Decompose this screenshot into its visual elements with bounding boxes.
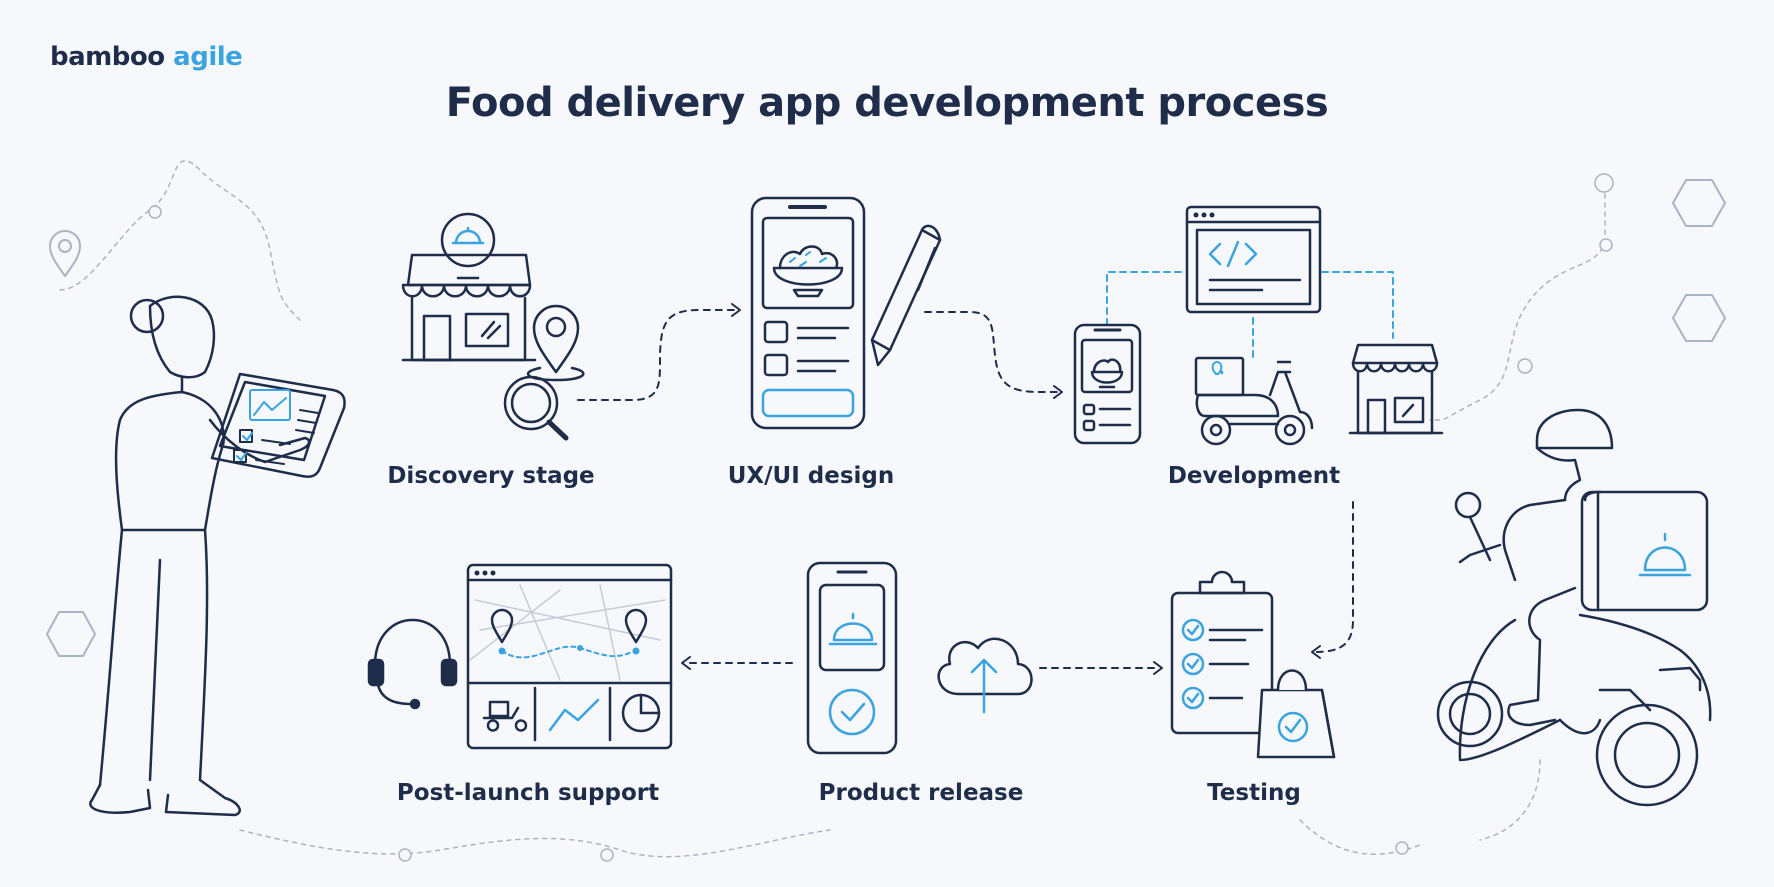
- testing-check-icons: [1181, 618, 1205, 710]
- stage-label-discovery: Discovery stage: [387, 463, 595, 489]
- flow-arrow-4: [1039, 661, 1163, 675]
- support-dashboard-icon: [466, 563, 673, 750]
- stage-label-development: Development: [1167, 463, 1341, 489]
- flow-arrow-1: [577, 303, 741, 401]
- woman-with-tablet-illustration: [89, 295, 346, 817]
- hexagon-decorations: [46, 179, 1726, 657]
- stage-label-release: Product release: [818, 780, 1024, 806]
- uxui-button-icon: [761, 388, 855, 418]
- development-browser-icon: [1185, 205, 1322, 314]
- courier-on-scooter-illustration: [1436, 408, 1712, 807]
- flow-arrow-3: [1311, 501, 1354, 659]
- stage-label-uxui: UX/UI design: [727, 463, 895, 489]
- delivery-box-cloche-icon: [1638, 532, 1692, 577]
- tablet-chart-icon: [249, 389, 291, 421]
- pen-icon: [870, 224, 942, 367]
- code-icon: [1208, 240, 1258, 268]
- headset-icon: [367, 618, 458, 710]
- dev-connectors: [1106, 271, 1394, 363]
- map-grid: [469, 584, 666, 681]
- brand-name-part1: bamboo: [50, 42, 165, 72]
- release-phone-icon: [806, 561, 898, 755]
- discovery-store-icon: [401, 212, 537, 362]
- brand-name-part2: agile: [173, 42, 243, 72]
- magnifier-icon: [503, 375, 569, 441]
- stage-label-testing: Testing: [1207, 780, 1301, 806]
- development-store-icon: [1348, 343, 1444, 435]
- testing-clipboard-icon: [1170, 570, 1274, 735]
- scooter-icon: [1194, 356, 1314, 446]
- page-title: Food delivery app development process: [445, 80, 1329, 126]
- brand-logo: bamboo agile: [50, 42, 243, 72]
- flow-arrow-5: [681, 656, 793, 670]
- cloche-icon: [828, 612, 878, 736]
- flow-arrow-2: [924, 311, 1063, 399]
- uxui-phone-icon: [750, 196, 866, 430]
- tablet-checklist-icon: [233, 409, 319, 465]
- development-phone-icon: [1073, 323, 1142, 445]
- stage-label-support: Post-launch support: [396, 780, 660, 806]
- location-pin-icon: [526, 304, 585, 382]
- map-pin-icon: [49, 230, 81, 277]
- cloud-upload-icon: [937, 637, 1033, 696]
